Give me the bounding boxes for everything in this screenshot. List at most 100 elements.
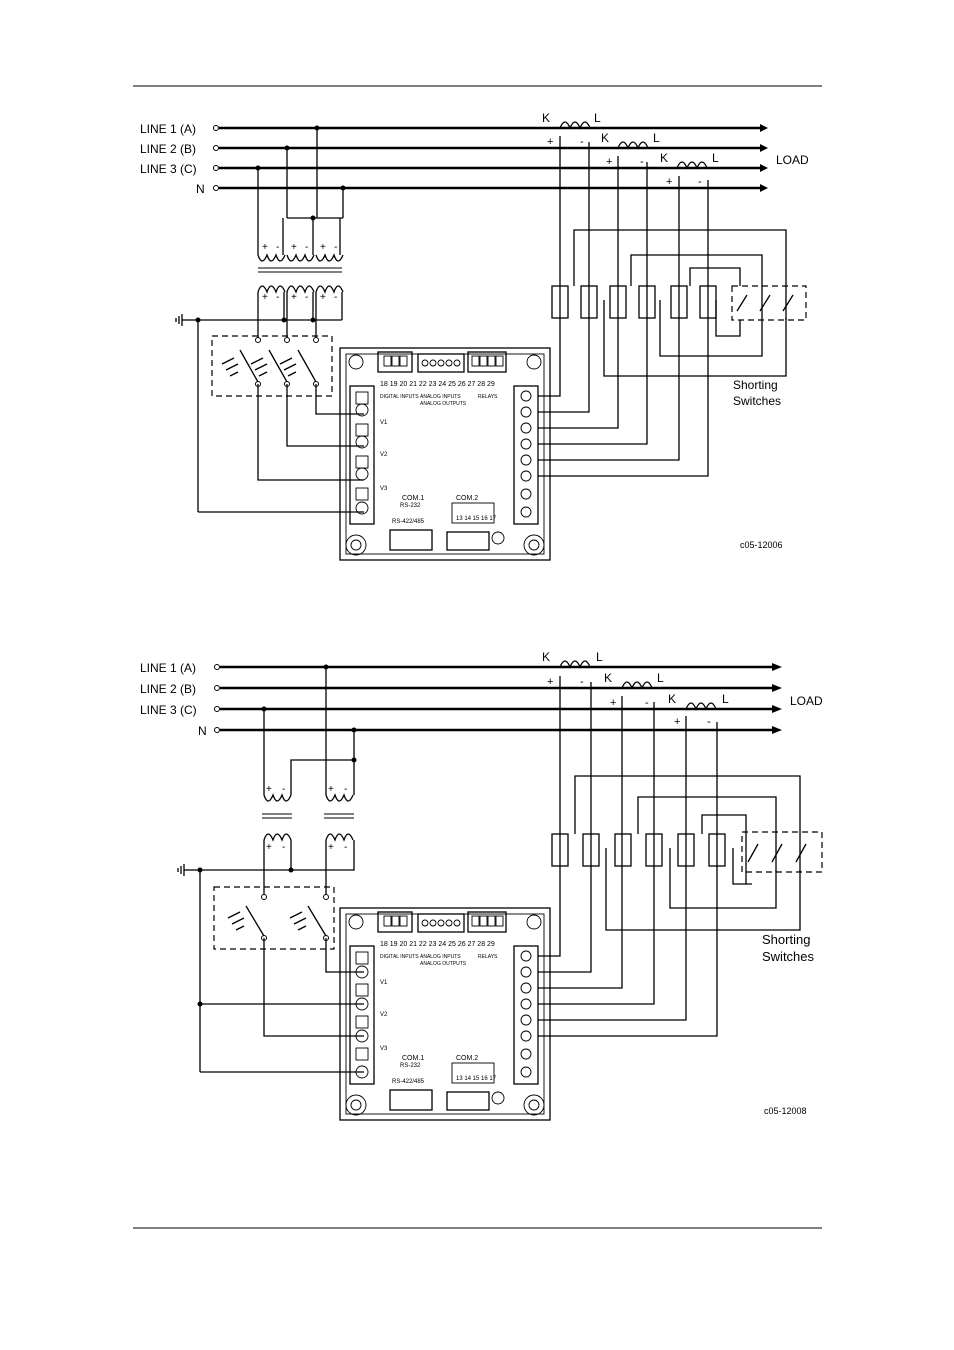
shorting-label-2: Switches [733,394,781,408]
ct-test-blocks [551,831,823,873]
neutral-label: N [196,182,205,196]
svg-text:+: + [291,242,297,253]
svg-text:COM.2: COM.2 [456,495,478,502]
svg-text:-: - [276,242,279,253]
svg-text:+: + [266,842,272,853]
svg-text:-: - [282,842,285,853]
svg-text:K: K [660,151,668,165]
svg-text:-: - [276,292,279,303]
svg-text:+: + [666,176,672,188]
svg-text:-: - [305,242,308,253]
svg-text:RS-232: RS-232 [400,503,421,509]
svg-text:V2: V2 [380,452,388,458]
svg-text:-: - [344,784,347,795]
svg-text:-: - [580,136,584,148]
svg-text:L: L [712,151,719,165]
vt-switch-box [199,870,335,1072]
vt-switch-box [197,320,333,512]
svg-text:-: - [698,176,702,188]
shorting-label-1: Shorting [733,378,778,392]
svg-text:DIGITAL INPUTS: DIGITAL INPUTS [380,394,419,400]
svg-text:-: - [282,784,285,795]
svg-text:18 19 20 21 22 23 24 25 26: 18 19 20 21 22 23 24 25 26 27 28 29 [380,941,495,948]
svg-text:13 14 15 16 17: 13 14 15 16 17 [456,516,497,522]
svg-text:-: - [707,716,711,728]
svg-text:18 19 20 21 22 23 24 25 26: 18 19 20 21 22 23 24 25 26 27 28 29 [380,381,495,388]
svg-text:ANALOG INPUTS: ANALOG INPUTS [420,394,461,400]
neutral-label: N [198,724,207,738]
svg-text:L: L [722,692,729,706]
svg-text:-: - [334,242,337,253]
svg-text:-: - [645,697,649,709]
svg-text:V2: V2 [380,1012,388,1018]
svg-text:+: + [266,784,272,795]
svg-text:ANALOG OUTPUTS: ANALOG OUTPUTS [420,401,467,407]
vt-leads [197,938,364,1073]
line1-label: LINE 1 (A) [140,122,196,136]
svg-text:L: L [596,650,603,664]
figure-code: c05-12006 [740,540,783,550]
svg-text:13 14 15 16 17: 13 14 15 16 17 [456,1076,497,1082]
line2-label: LINE 2 (B) [140,682,196,696]
line3-label: LINE 3 (C) [140,162,197,176]
svg-text:RELAYS: RELAYS [478,394,498,400]
ct-wiring [538,676,801,1037]
svg-text:+: + [320,292,326,303]
figure-code: c05-12008 [764,1106,807,1116]
svg-text:+: + [547,136,553,148]
svg-text:K: K [668,692,676,706]
svg-text:+: + [610,697,616,709]
svg-text:RELAYS: RELAYS [478,954,498,960]
svg-text:+: + [262,292,268,303]
svg-text:+: + [547,676,553,688]
vt-leads [198,384,364,513]
diagram-2: LINE 1 (A) LINE 2 (B) LINE 3 (C) N LOAD … [140,650,823,1121]
meter-1: 18 19 20 21 22 23 24 25 26 27 28 29 DIGI… [339,347,551,561]
svg-text:ANALOG OUTPUTS: ANALOG OUTPUTS [420,961,467,967]
svg-text:K: K [542,650,550,664]
line3-label: LINE 3 (C) [140,703,197,717]
voltage-transformers: +- +- +- +- [177,664,357,897]
svg-text:ANALOG INPUTS: ANALOG INPUTS [420,954,461,960]
line1-label: LINE 1 (A) [140,661,196,675]
bus-lines [213,124,768,192]
ct-wiring [538,136,787,477]
shorting-label-1: Shorting [762,932,810,947]
svg-text:+: + [320,242,326,253]
svg-text:COM.1: COM.1 [402,495,424,502]
diagram-1: LINE 1 (A) LINE 2 (B) LINE 3 (C) N LOAD … [140,111,809,561]
svg-text:V3: V3 [380,1046,388,1052]
svg-text:V3: V3 [380,486,388,492]
load-label: LOAD [790,694,823,708]
svg-text:RS-422/485: RS-422/485 [392,1079,425,1085]
svg-text:+: + [262,242,268,253]
svg-text:+: + [328,842,334,853]
svg-text:L: L [594,111,601,125]
current-transformers: K L + - K L + - K L + - [542,111,719,188]
svg-text:+: + [328,784,334,795]
svg-text:COM.1: COM.1 [402,1055,424,1062]
svg-text:-: - [344,842,347,853]
svg-text:K: K [604,671,612,685]
svg-text:COM.2: COM.2 [456,1055,478,1062]
svg-text:+: + [606,156,612,168]
svg-text:K: K [601,131,609,145]
svg-text:-: - [305,292,308,303]
svg-text:L: L [657,671,664,685]
load-label: LOAD [776,153,809,167]
svg-text:+: + [291,292,297,303]
svg-text:V1: V1 [380,980,388,986]
svg-text:+: + [674,716,680,728]
svg-text:L: L [653,131,660,145]
svg-text:V1: V1 [380,420,388,426]
meter-2: 18 19 20 21 22 23 24 25 26 27 28 29 DIGI… [339,907,551,1121]
voltage-transformers: +- +- +- +- +- +- [175,125,346,340]
svg-text:K: K [542,111,550,125]
svg-text:-: - [640,156,644,168]
current-transformers: K L + - K L + - K L + - [542,650,729,728]
line2-label: LINE 2 (B) [140,142,196,156]
svg-text:-: - [334,292,337,303]
svg-text:-: - [580,676,584,688]
svg-text:RS-422/485: RS-422/485 [392,519,425,525]
